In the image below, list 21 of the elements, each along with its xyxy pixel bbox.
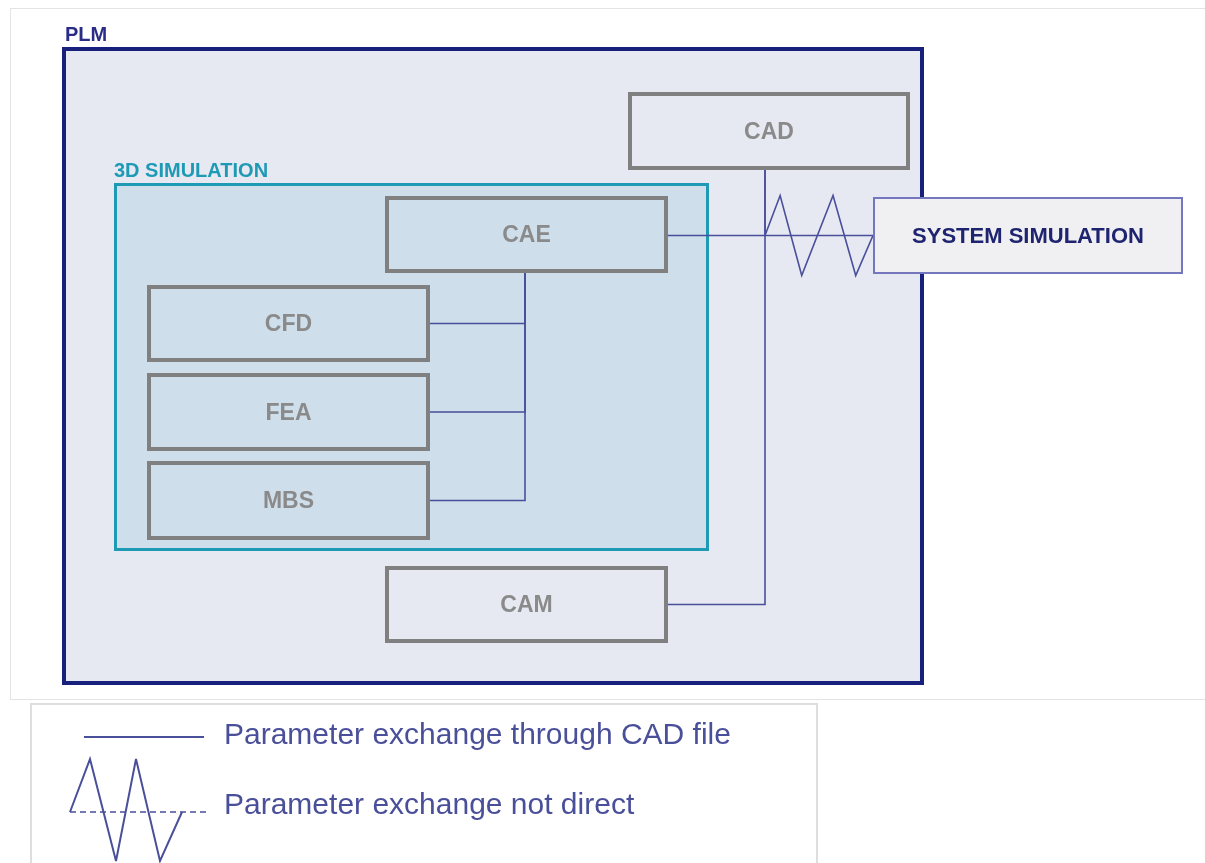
group-heading: PLM	[65, 22, 108, 47]
box-label: CFD	[264, 310, 313, 337]
module-box	[147, 373, 430, 451]
module-box	[628, 92, 910, 170]
box-label: SYSTEM SIMULATION	[912, 222, 1144, 249]
module-box	[147, 285, 430, 362]
zigzag-connector	[764, 169, 874, 279]
box-label: CAE	[502, 221, 551, 248]
connector-line	[667, 234, 874, 237]
group-heading: 3D SIMULATION	[114, 158, 269, 183]
box-label: FEA	[265, 398, 312, 426]
legend-text: Parameter exchange not direct	[224, 787, 635, 821]
box-label: MBS	[262, 487, 315, 514]
box-label: CAM	[500, 591, 553, 618]
module-box	[385, 566, 668, 643]
box-label: CAD	[744, 117, 794, 145]
module-box	[147, 461, 430, 540]
connector-line	[429, 272, 526, 502]
legend-text: Parameter exchange through CAD file	[224, 717, 731, 751]
external-system-box	[873, 197, 1183, 274]
module-box	[385, 196, 668, 273]
